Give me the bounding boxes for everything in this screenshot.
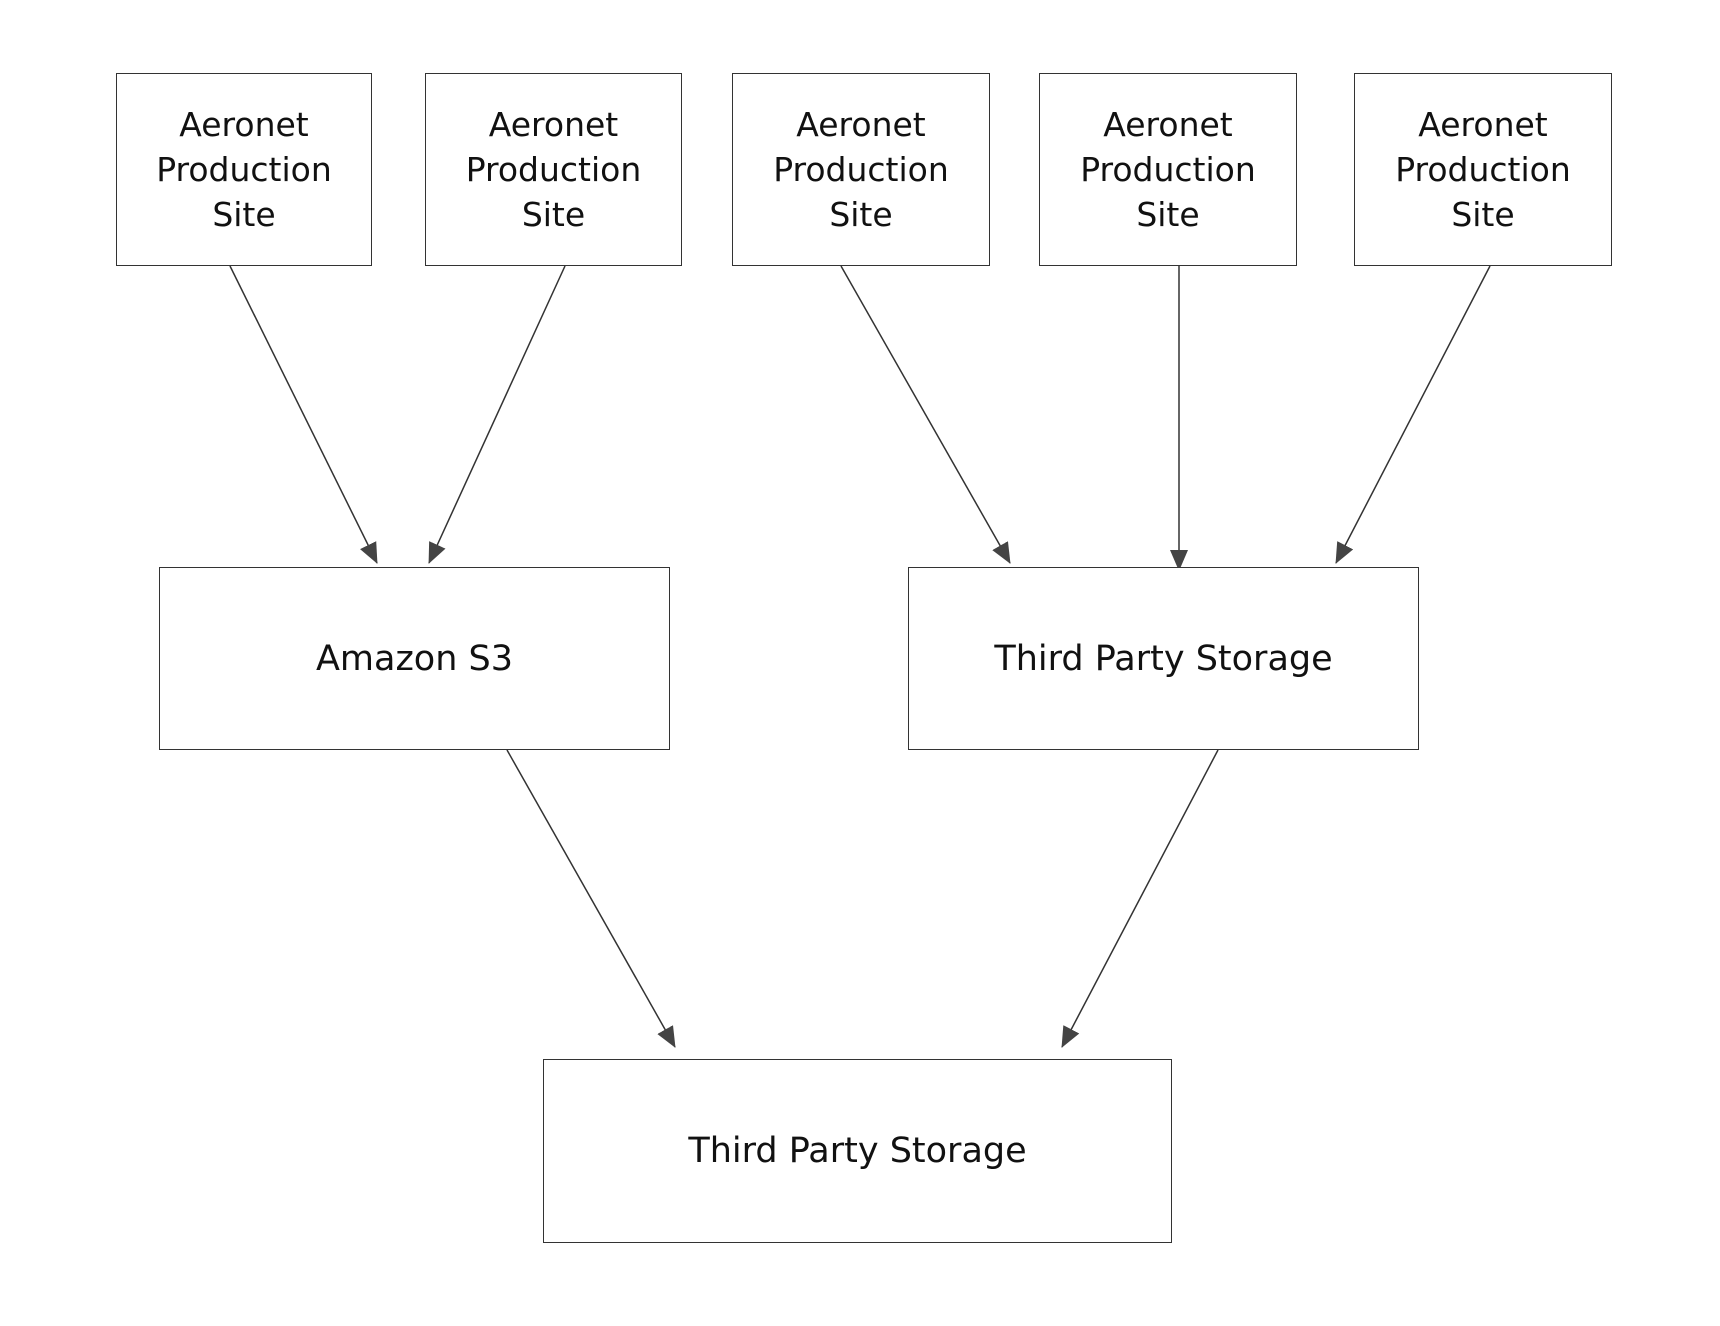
aeronet-production-site-2: Aeronet Production Site [425,73,682,266]
edge-site3-to-tp1 [840,265,1011,564]
aeronet-production-site-3: Aeronet Production Site [732,73,990,266]
site-label: Aeronet Production Site [1395,105,1571,234]
aeronet-production-site-1: Aeronet Production Site [116,73,372,266]
site-label: Aeronet Production Site [1080,105,1256,234]
edge-tp1-to-tp2 [1061,749,1219,1048]
site-label: Aeronet Production Site [156,105,332,234]
site-label: Aeronet Production Site [773,105,949,234]
edge-site1-to-s3 [229,265,378,564]
storage-label: Amazon S3 [315,638,514,679]
amazon-s3-node: Amazon S3 [159,567,670,750]
aeronet-production-site-5: Aeronet Production Site [1354,73,1612,266]
edge-site5-to-tp1 [1335,265,1491,564]
site-label: Aeronet Production Site [465,105,642,234]
storage-label: Third Party Storage [688,1131,1027,1171]
third-party-storage-node-1: Third Party Storage [908,567,1419,750]
third-party-storage-node-2: Third Party Storage [543,1059,1172,1243]
storage-label: Third Party Storage [994,638,1333,679]
edge-s3-to-tp2 [506,749,676,1048]
edge-site2-to-s3 [428,265,566,564]
aeronet-production-site-4: Aeronet Production Site [1039,73,1297,266]
